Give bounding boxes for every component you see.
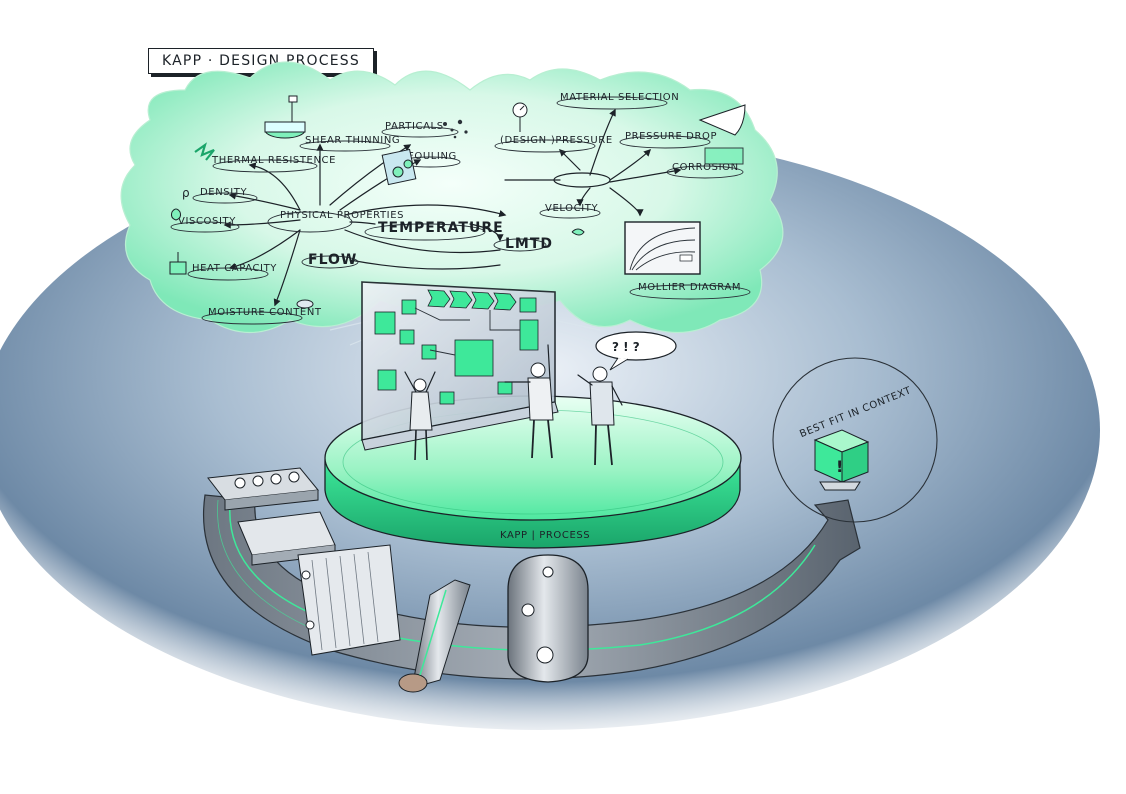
viscosity-drop-icon: [171, 208, 181, 221]
particles-icon: [443, 119, 468, 139]
solution-box-icon: !: [813, 429, 870, 483]
lightning-icon: [194, 142, 215, 161]
label-thermal-resistence: THERMAL RESISTENCE: [211, 155, 336, 166]
cloud-sketch-icons: ρ: [169, 95, 746, 309]
label-temperature: TEMPERATURE: [378, 220, 504, 236]
screen-cards: [374, 289, 539, 405]
plate-pack-icon: [297, 544, 401, 656]
label-mollier-diagram: MOLLIER DIAGRAM: [638, 282, 741, 293]
figure-woman: [404, 371, 436, 461]
fin-exchanger-icon: [237, 511, 336, 566]
tube-bundle-icon: [398, 579, 471, 693]
figure-man-center: [504, 344, 554, 459]
beaker-icon: [264, 95, 306, 139]
speech-bubble-text: ? ! ?: [612, 340, 640, 354]
velocity-icon: [571, 228, 585, 236]
pressure-vessel-icon: [507, 554, 589, 683]
stand-icon: [819, 481, 861, 491]
label-velocity: VELOCITY: [545, 203, 598, 214]
speech-bubble: ? ! ?: [595, 331, 677, 371]
mollier-chart-icon: [624, 221, 701, 275]
density-rho-icon: ρ: [182, 186, 190, 200]
label-material-selection: MATERIAL SELECTION: [560, 92, 679, 103]
label-shear-thinning: SHEAR THINNING: [305, 135, 400, 146]
moisture-drop-icon: [296, 299, 314, 309]
pressure-drop-icon: [698, 104, 746, 136]
label-corrosion: CORROSION: [672, 162, 739, 173]
screen-links: [414, 307, 520, 356]
figure-man-right: [577, 366, 623, 466]
corrosion-plate-icon: [704, 147, 744, 165]
mindmap-connectors: [223, 108, 682, 307]
fouling-pipe-icon: [381, 148, 417, 186]
label-physical-properties: PHYSICAL PROPERTIES: [280, 210, 404, 221]
label-particals: PARTICALS: [385, 121, 444, 132]
heat-capacity-icon: [169, 252, 187, 275]
platform-label: KAPP | PROCESS: [500, 530, 590, 541]
planning-screen: [361, 281, 559, 451]
label-fouling: FOULING: [408, 151, 457, 162]
team-figures: ? ! ?: [404, 331, 677, 466]
process-equipment: [207, 467, 589, 693]
heat-exchanger-plate-icon: [207, 467, 319, 511]
label-viscosity: VISCOSITY: [178, 216, 236, 227]
label-flow: FLOW: [308, 252, 357, 268]
label-lmtd: LMTD: [505, 236, 553, 252]
pressure-gauge-icon: [512, 102, 528, 132]
label-ovals: [170, 96, 751, 325]
label-pressure-drop: PRESSURE DROP: [625, 131, 717, 142]
exclamation-icon: !: [836, 457, 843, 476]
label-design-pressure: (DESIGN-)PRESSURE: [500, 135, 613, 146]
label-moisture-content: MOISTURE CONTENT: [208, 307, 322, 318]
label-density: DENSITY: [200, 187, 248, 198]
label-heat-capacity: HEAT CAPACITY: [192, 263, 277, 274]
mindmap-labels: PHYSICAL PROPERTIES TEMPERATURE FLOW LMT…: [178, 92, 741, 318]
